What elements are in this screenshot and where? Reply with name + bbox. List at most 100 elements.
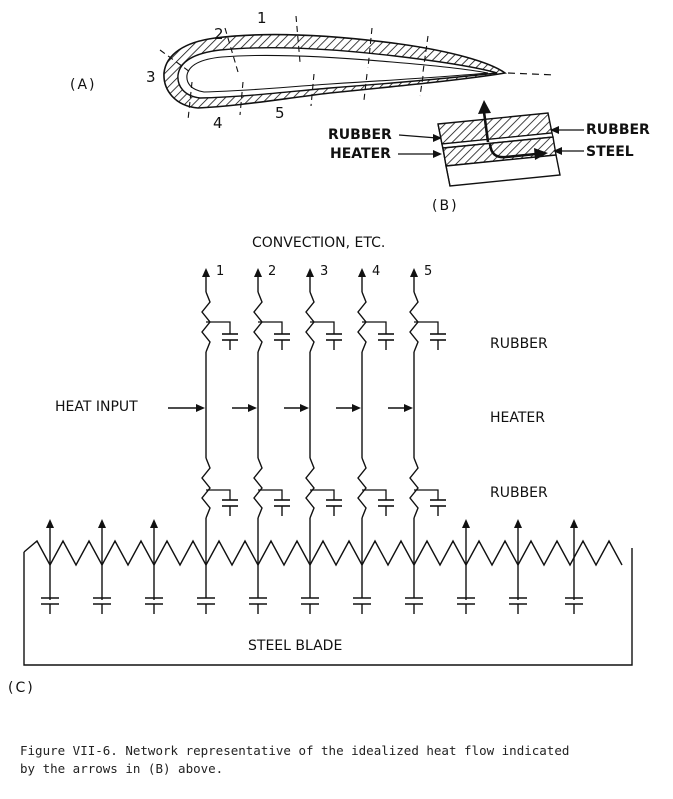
heat-arrowhead bbox=[306, 268, 314, 277]
station-number: 1 bbox=[257, 9, 267, 27]
network-column bbox=[284, 268, 342, 570]
heat-arrowhead bbox=[254, 268, 262, 277]
heat-flow-up-arrowhead bbox=[478, 100, 491, 114]
station-number: 2 bbox=[214, 25, 224, 43]
blade-elements bbox=[41, 519, 583, 614]
network-top-title: CONVECTION, ETC. bbox=[252, 235, 385, 251]
heat-arrowhead bbox=[410, 268, 418, 277]
label-rubber-left: RUBBER bbox=[328, 127, 392, 143]
heat-input-arrowhead bbox=[300, 404, 309, 412]
layer-label-top: RUBBER bbox=[490, 336, 548, 352]
heat-input-arrowhead bbox=[352, 404, 361, 412]
node-number: 2 bbox=[268, 264, 276, 279]
capacitor-branch bbox=[258, 321, 283, 334]
resistor bbox=[305, 457, 315, 519]
heat-arrowhead bbox=[462, 519, 470, 528]
station-line bbox=[419, 75, 424, 97]
leader-rubber-left bbox=[398, 134, 438, 139]
node-number: 4 bbox=[372, 264, 380, 279]
blade-node bbox=[249, 570, 267, 614]
node-number: 1 bbox=[216, 264, 224, 279]
node-number: 3 bbox=[320, 264, 328, 279]
blade-node bbox=[145, 519, 163, 614]
layer-label-middle: HEATER bbox=[490, 410, 545, 426]
heat-flow-up-arrow bbox=[482, 111, 490, 143]
panel-c: CONVECTION, ETC. 1 2 3 4 5 HEAT INPUT RU… bbox=[8, 235, 633, 696]
station-line bbox=[239, 81, 244, 116]
network-column bbox=[388, 268, 446, 570]
resistor bbox=[201, 457, 211, 519]
heat-arrowhead bbox=[202, 268, 210, 277]
caption-line-2: by the arrows in (B) above. bbox=[20, 761, 224, 776]
station-line bbox=[367, 27, 373, 69]
panel-a-label: (A) bbox=[70, 77, 97, 93]
blade-node bbox=[405, 570, 423, 614]
panel-b-label: (B) bbox=[432, 198, 459, 214]
panel-c-label: (C) bbox=[8, 680, 35, 696]
blade-node bbox=[509, 519, 527, 614]
station-number: 4 bbox=[213, 114, 223, 132]
heat-arrowhead bbox=[150, 519, 158, 528]
capacitor-branch bbox=[362, 489, 387, 500]
heat-arrowhead bbox=[514, 519, 522, 528]
resistor bbox=[357, 457, 367, 519]
heat-arrowhead bbox=[570, 519, 578, 528]
blade-node bbox=[197, 570, 215, 614]
heat-input-label: HEAT INPUT bbox=[55, 399, 138, 415]
heat-input-arrowhead bbox=[404, 404, 413, 412]
heat-arrowhead bbox=[358, 268, 366, 277]
layer-label-bottom: RUBBER bbox=[490, 485, 548, 501]
node-number: 5 bbox=[424, 264, 432, 279]
heat-flow-right-arrowhead bbox=[534, 148, 548, 160]
label-rubber-right: RUBBER bbox=[586, 122, 650, 138]
network-column bbox=[336, 268, 394, 570]
network-column bbox=[201, 268, 238, 570]
section-edge bbox=[437, 123, 451, 187]
leader-rubber-left-arrowhead bbox=[433, 134, 442, 142]
blade-node bbox=[353, 570, 371, 614]
label-heater: HEATER bbox=[330, 146, 391, 162]
heat-flow-right-arrow bbox=[488, 143, 537, 159]
leader-rubber-right-arrowhead bbox=[550, 126, 559, 134]
station-line bbox=[224, 27, 239, 73]
capacitor-branch bbox=[206, 489, 231, 500]
trailing-dash bbox=[507, 72, 556, 76]
blade-node bbox=[301, 570, 319, 614]
heat-input-arrowhead bbox=[248, 404, 257, 412]
panel-a: (A) 1 2 3 4 5 bbox=[70, 9, 556, 132]
airfoil-inner bbox=[177, 47, 498, 99]
panel-b: RUBBER HEATER RUBBER STEEL (B) bbox=[328, 100, 650, 214]
station-line bbox=[187, 81, 193, 121]
capacitor-branch bbox=[310, 489, 335, 500]
caption-line-1: Figure VII-6. Network representative of … bbox=[20, 743, 570, 758]
heat-arrowhead bbox=[98, 519, 106, 528]
capacitor-branch bbox=[362, 321, 387, 334]
station-line bbox=[159, 49, 191, 73]
capacitor-branch bbox=[258, 489, 283, 500]
steel-blade-zigzag bbox=[23, 539, 623, 567]
station-line bbox=[422, 35, 429, 73]
capacitor-branch bbox=[414, 489, 439, 500]
resistor bbox=[253, 457, 263, 519]
network-column bbox=[232, 268, 290, 570]
heat-arrowhead bbox=[46, 519, 54, 528]
station-line bbox=[363, 73, 368, 101]
station-line bbox=[310, 73, 315, 107]
airfoil-blade-core bbox=[186, 54, 489, 93]
station-line bbox=[295, 15, 301, 63]
station-number: 5 bbox=[275, 104, 285, 122]
capacitor-branch bbox=[310, 321, 335, 334]
network-columns bbox=[201, 268, 446, 570]
blade-node bbox=[93, 519, 111, 614]
leader-steel-arrowhead bbox=[553, 147, 562, 155]
capacitor-branch bbox=[414, 321, 439, 334]
figure-caption: Figure VII-6. Network representative of … bbox=[20, 742, 660, 778]
resistor bbox=[409, 457, 419, 519]
blade-node bbox=[565, 519, 583, 614]
steel-blade-label: STEEL BLADE bbox=[248, 638, 342, 654]
steel-blade-outline bbox=[23, 548, 633, 666]
blade-node bbox=[457, 519, 475, 614]
label-steel: STEEL bbox=[586, 144, 634, 160]
